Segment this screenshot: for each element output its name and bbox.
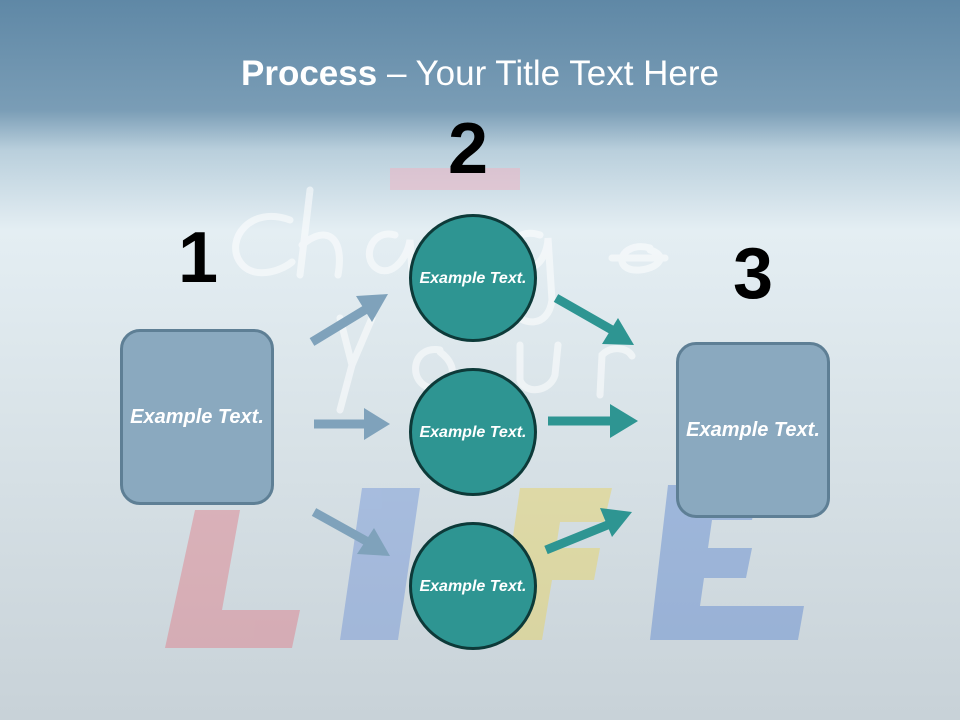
slide-title: Process – Your Title Text Here — [0, 52, 960, 96]
circle-top: Example Text. — [409, 214, 537, 342]
arrow-right-bottom-head — [600, 508, 632, 537]
title-bold: Process — [241, 54, 378, 93]
circle-middle-text: Example Text. — [419, 423, 527, 441]
step-number-1: 1 — [178, 218, 219, 298]
right-box: Example Text. — [676, 342, 830, 518]
step-number-2: 2 — [448, 109, 489, 189]
arrow-right-middle-head — [610, 404, 638, 438]
circle-bottom-text: Example Text. — [419, 577, 527, 595]
arrow-left-bottom-head — [357, 528, 390, 556]
left-box-text: Example Text. — [130, 405, 264, 428]
arrow-right-top — [553, 294, 615, 334]
arrow-left-bottom — [311, 508, 371, 546]
right-box-text: Example Text. — [686, 418, 820, 441]
left-box: Example Text. — [120, 329, 274, 505]
arrow-right-bottom — [544, 519, 612, 555]
arrow-left-top — [309, 304, 371, 346]
circle-bottom: Example Text. — [409, 522, 537, 650]
circle-top-text: Example Text. — [419, 269, 527, 287]
arrow-left-middle-head — [364, 408, 390, 440]
circle-middle: Example Text. — [409, 368, 537, 496]
title-rest: – Your Title Text Here — [377, 54, 719, 93]
arrow-left-top-head — [356, 294, 388, 322]
step-number-3: 3 — [733, 234, 774, 314]
arrow-right-top-head — [602, 318, 634, 345]
